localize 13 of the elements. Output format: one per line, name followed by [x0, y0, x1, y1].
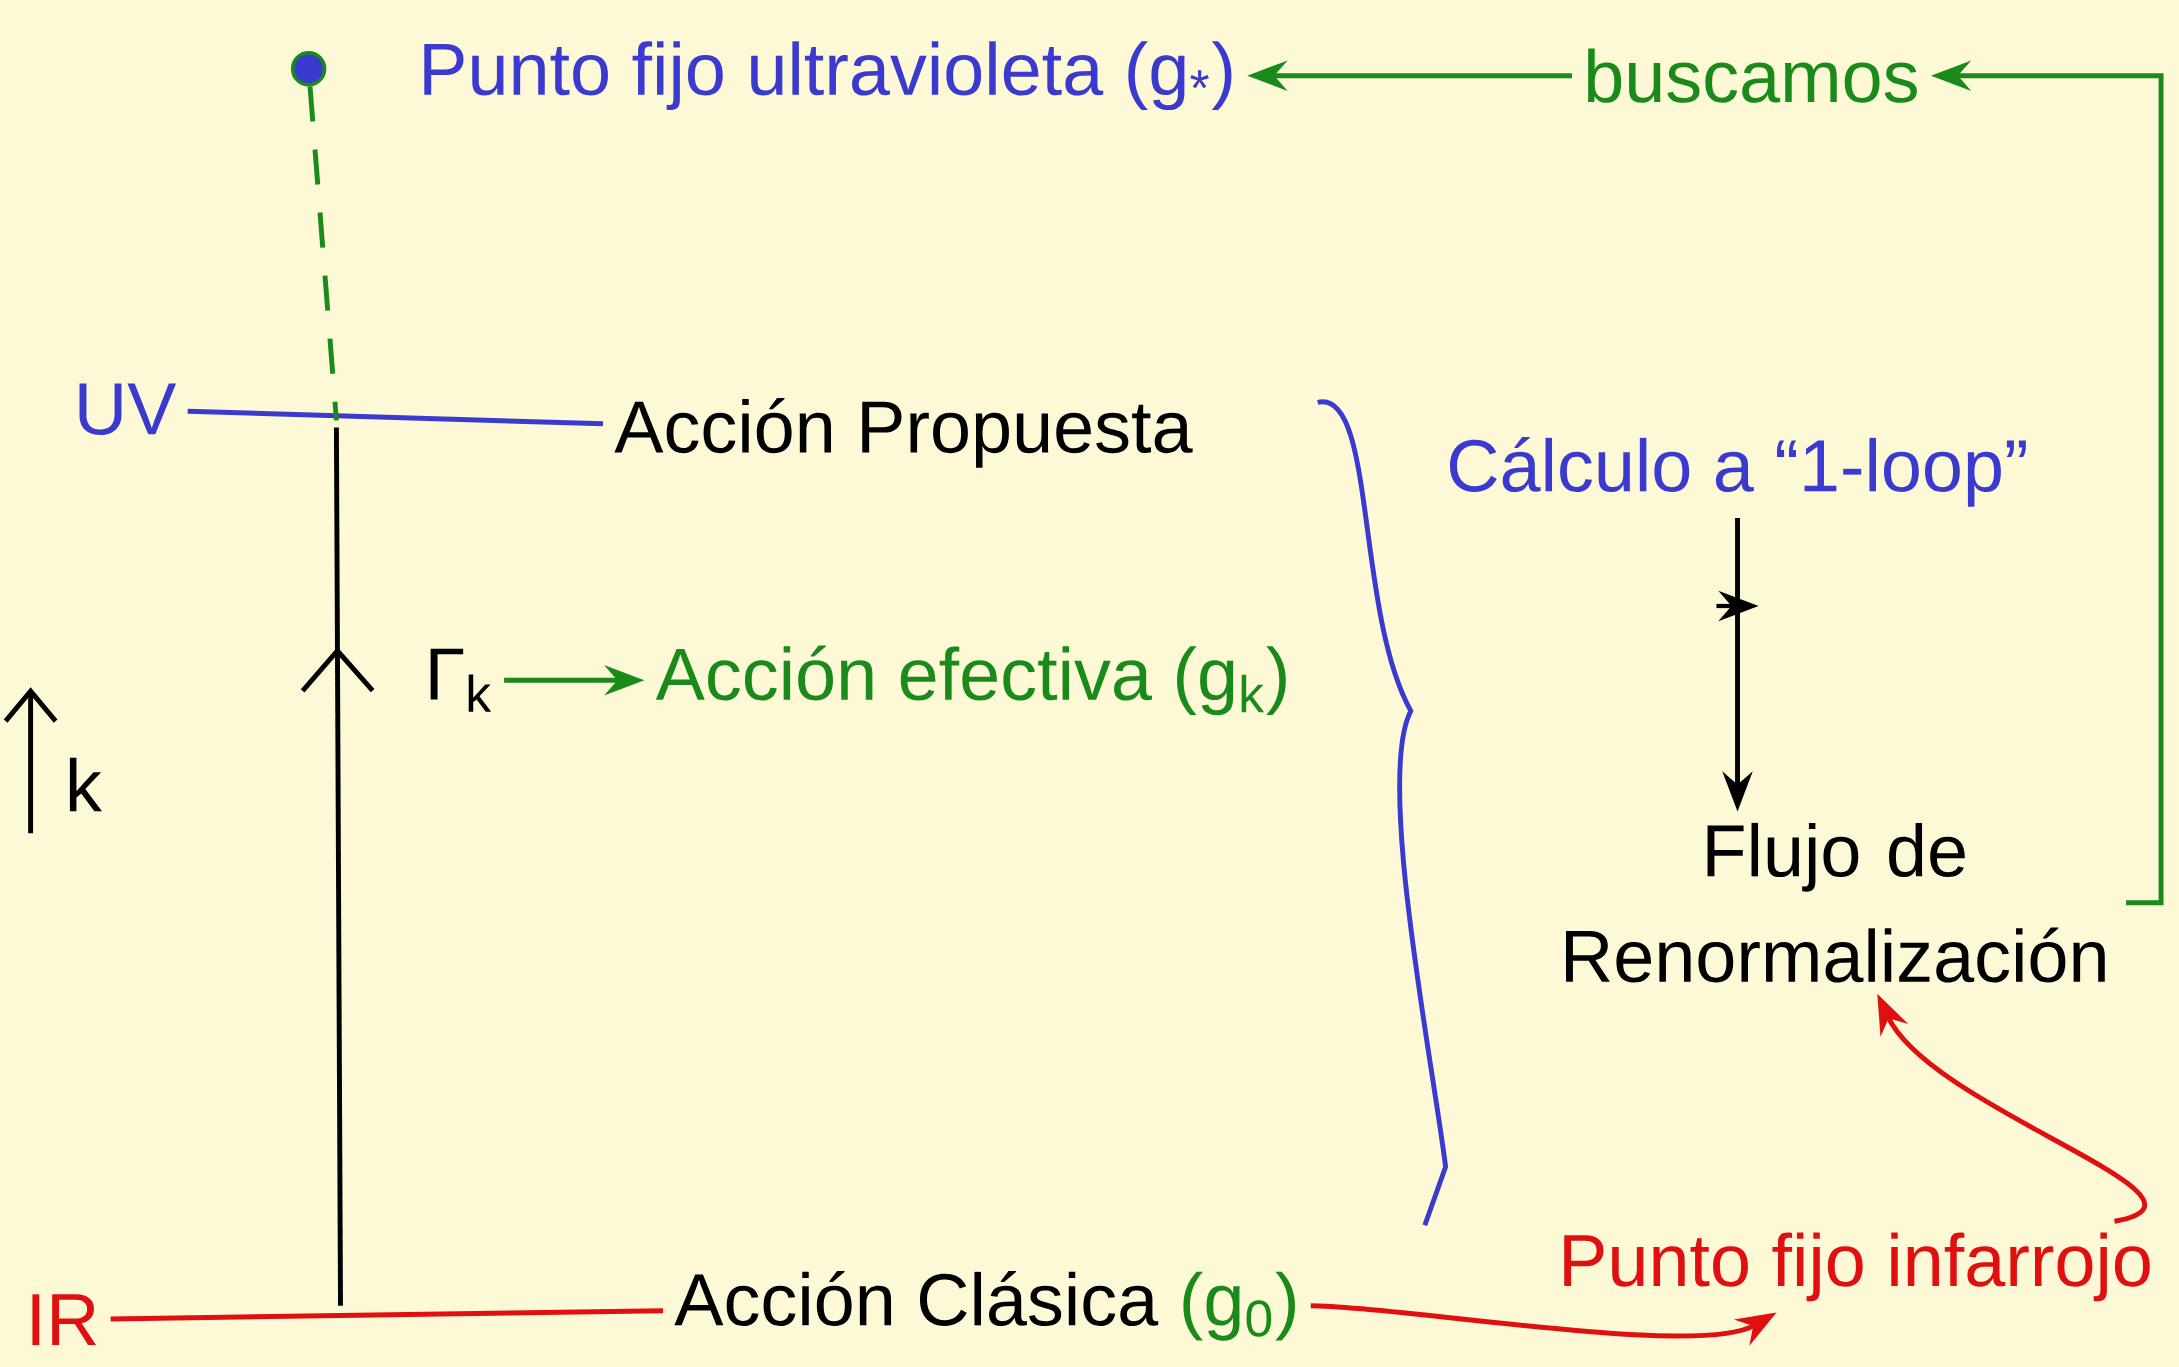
action-text: Acción Propuesta: [614, 398, 1193, 468]
action-text: Acción efectiva (g$_{k}$): [655, 645, 1286, 716]
note-text: Cálculo a “1-loop”: [1450, 436, 2026, 507]
note-text: Flujo de Renormalización: [1566, 822, 2105, 983]
note-text: buscamos: [1587, 48, 1917, 103]
scale-label: UV: [79, 383, 177, 436]
dot: [290, 50, 327, 87]
axis-label: k: [69, 757, 102, 812]
scale-label: IR: [32, 1294, 96, 1346]
action-text: Acción Clásica (g$_{0}$): [674, 1270, 1295, 1341]
heading-text: Punto fijo ultravioleta (g$_{*}$): [424, 41, 1232, 111]
symbol-text: Γ$_{k}$: [430, 648, 492, 712]
note-text: Punto fijo infarrojo: [1564, 1232, 2150, 1302]
